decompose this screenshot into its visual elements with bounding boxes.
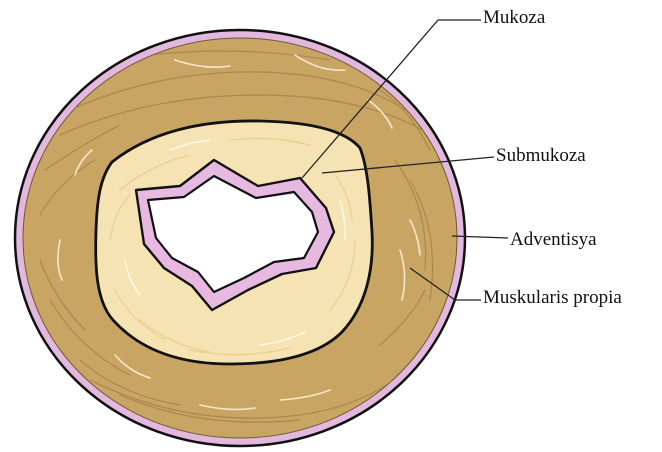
label-mukoza: Mukoza	[483, 8, 545, 27]
label-adventisya: Adventisya	[510, 230, 597, 249]
label-muskularis-propia: Muskularis propia	[483, 288, 622, 307]
label-submukoza: Submukoza	[496, 146, 586, 165]
